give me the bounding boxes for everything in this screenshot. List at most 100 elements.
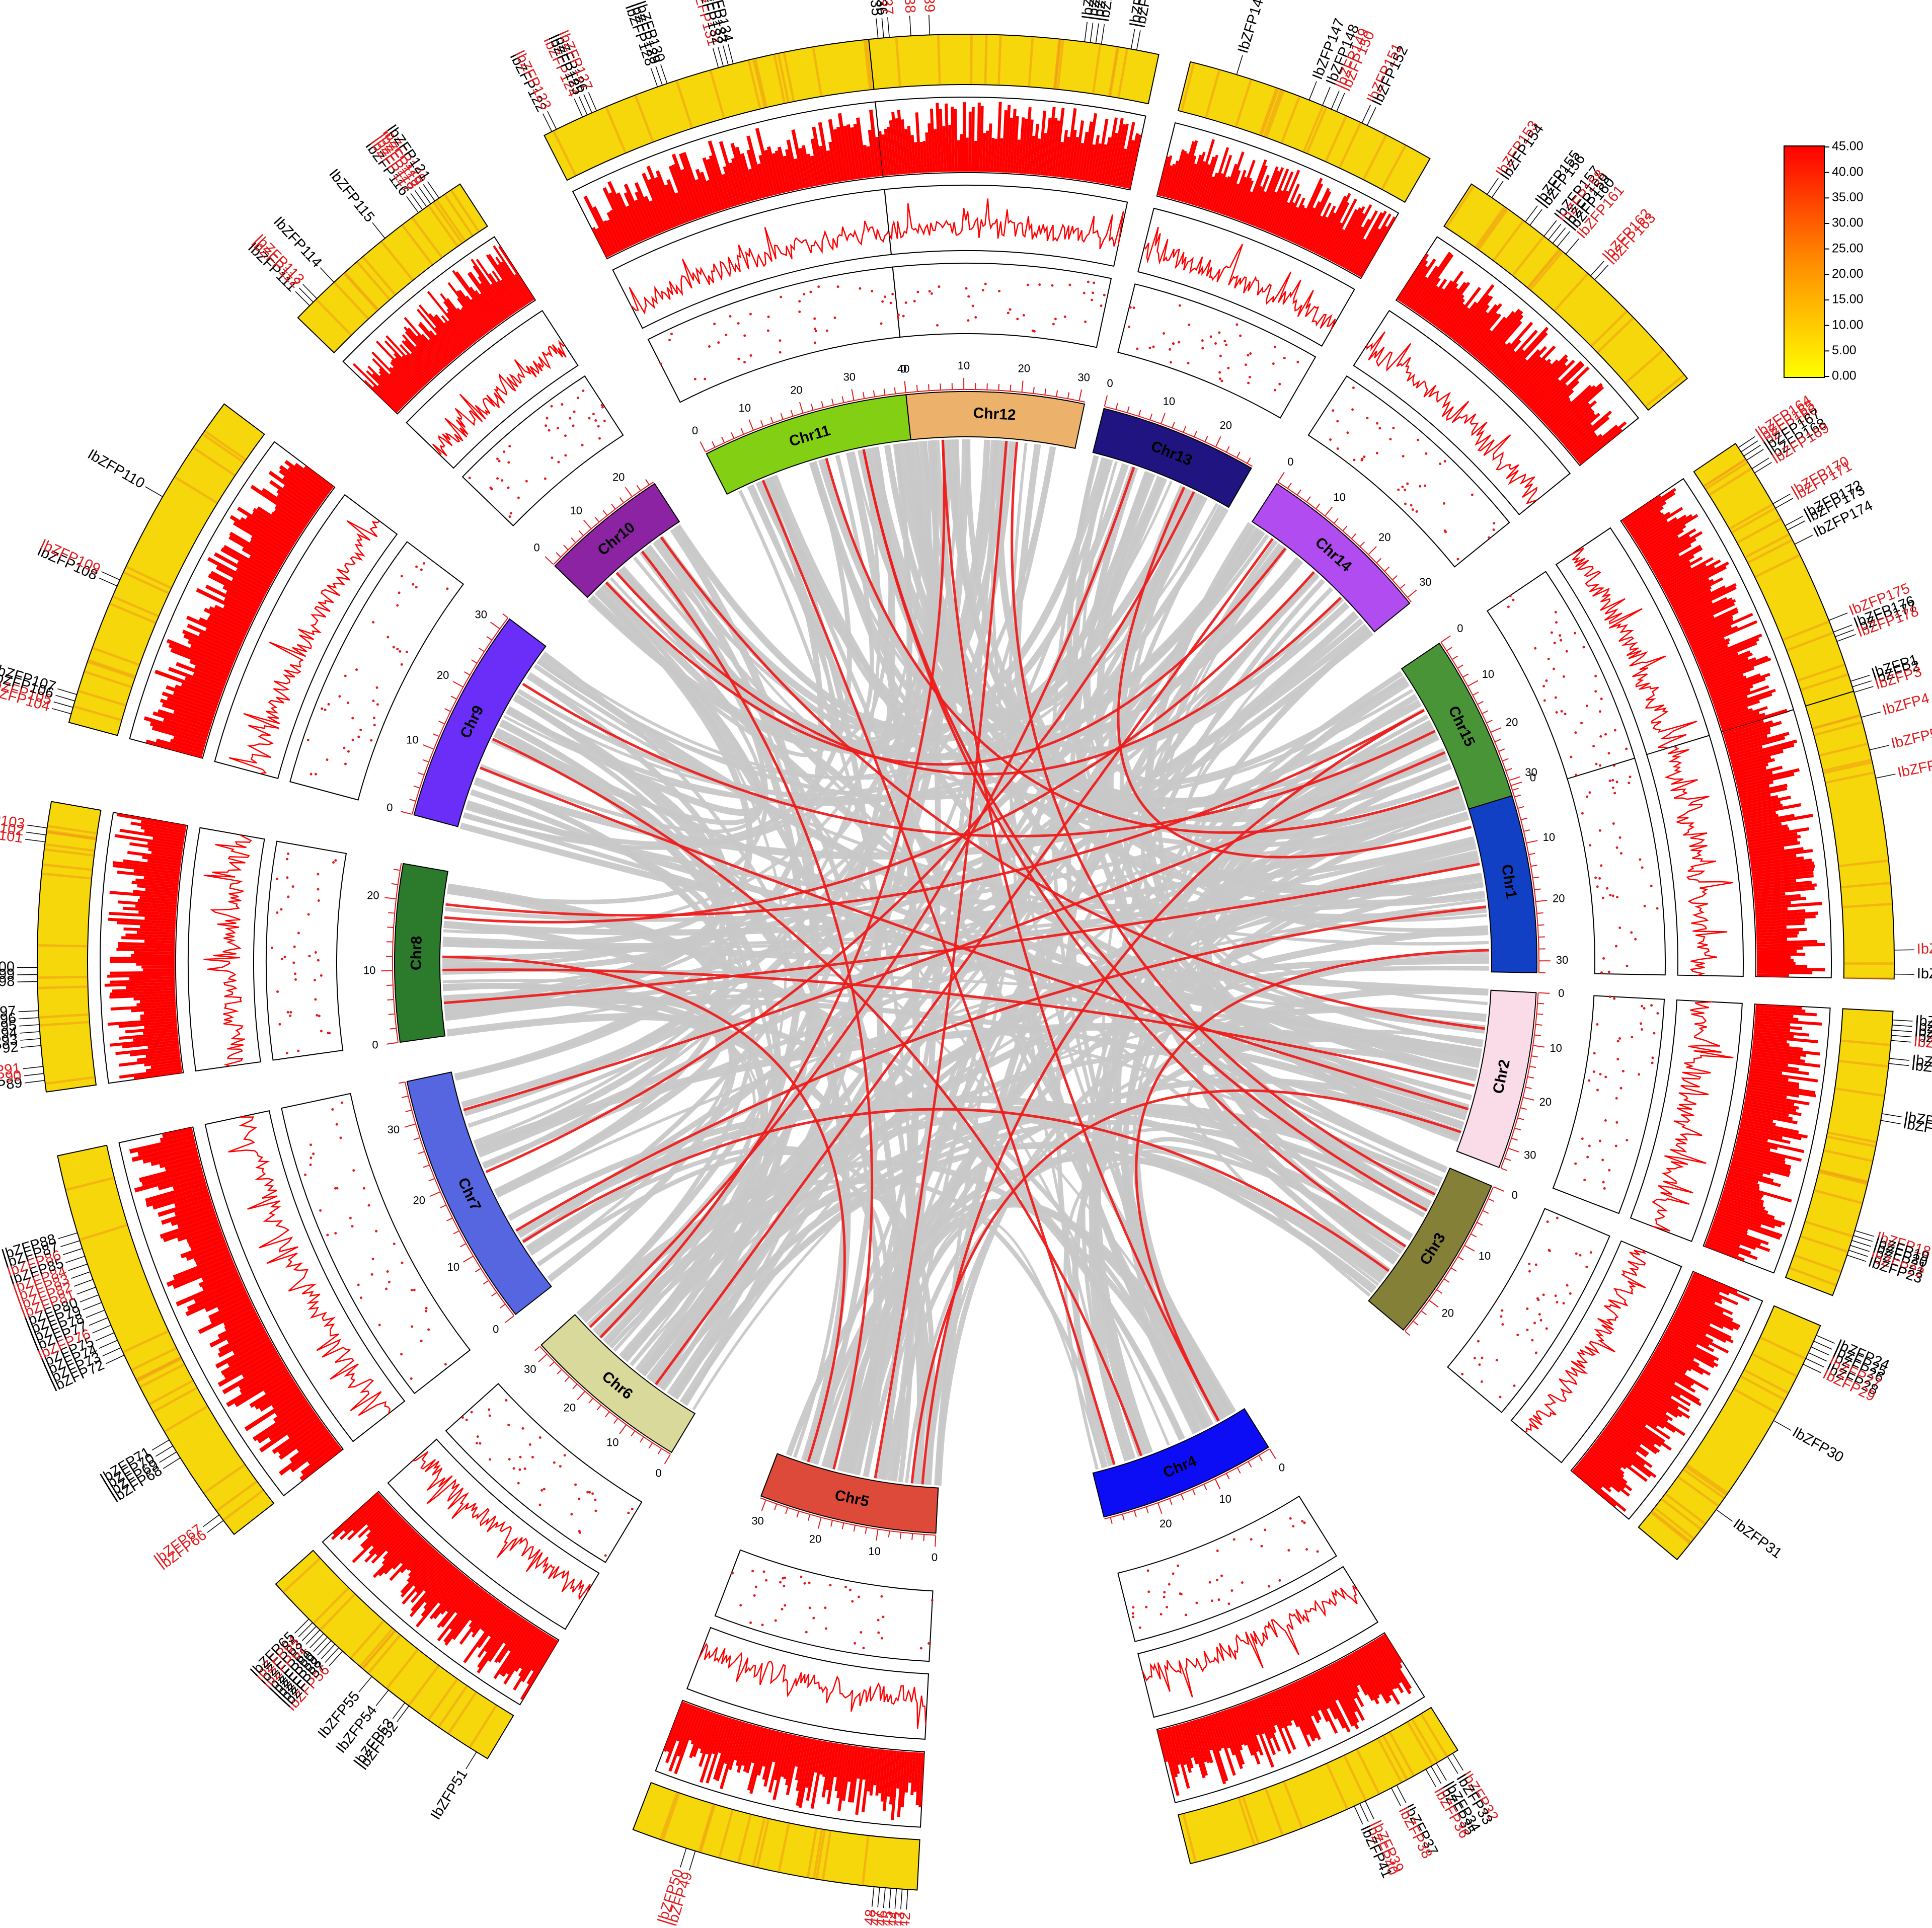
scatter-point bbox=[1639, 858, 1641, 861]
scatter-point bbox=[814, 328, 816, 330]
chromosome-tick bbox=[1105, 396, 1107, 406]
scatter-point bbox=[1612, 894, 1614, 897]
scatter-point bbox=[318, 1015, 321, 1017]
scatter-point bbox=[297, 1050, 299, 1052]
scatter-point bbox=[505, 1399, 507, 1402]
density-bar bbox=[1757, 956, 1791, 959]
scatter-point bbox=[1481, 1380, 1483, 1383]
scatter-point bbox=[544, 478, 547, 480]
gene-connector bbox=[1891, 1035, 1911, 1037]
scatter-track-frame bbox=[1564, 746, 1665, 975]
scatter-point bbox=[461, 1416, 464, 1419]
scatter-point bbox=[1292, 1525, 1294, 1527]
scatter-point bbox=[809, 1606, 811, 1609]
scatter-point bbox=[1566, 650, 1568, 653]
scatter-point bbox=[411, 1289, 413, 1291]
chromosome-tick bbox=[418, 1151, 424, 1153]
chromosome-tick bbox=[1401, 584, 1405, 588]
chromosome-tick bbox=[1162, 413, 1165, 424]
scatter-point bbox=[1626, 1139, 1628, 1141]
legend-tick-label: 5.00 bbox=[1832, 343, 1857, 357]
chromosome-tick bbox=[1477, 1222, 1483, 1225]
chromosome-tick bbox=[423, 760, 428, 762]
chromosome-tick bbox=[1226, 1474, 1229, 1479]
scatter-point bbox=[271, 947, 273, 949]
gene-connector bbox=[19, 1018, 39, 1019]
chromosome-tick bbox=[818, 1518, 821, 1528]
scatter-point bbox=[1084, 321, 1087, 323]
chromosome-tick bbox=[564, 545, 568, 550]
chromosome-tick-label: 20 bbox=[809, 1532, 821, 1545]
chromosome-tick-label: 20 bbox=[1219, 419, 1231, 431]
scatter-point bbox=[1603, 1187, 1606, 1190]
gene-connector bbox=[86, 1310, 105, 1318]
scatter-point bbox=[743, 334, 746, 337]
gene-connector bbox=[1102, 24, 1105, 44]
scatter-point bbox=[1575, 774, 1577, 776]
chromosome-tick bbox=[1360, 542, 1364, 547]
scatter-point bbox=[1264, 1528, 1266, 1531]
legend-tick-label: 0.00 bbox=[1832, 369, 1857, 383]
scatter-point bbox=[276, 911, 278, 914]
scatter-point bbox=[1534, 647, 1536, 650]
scatter-point bbox=[974, 316, 977, 319]
chromosome-tick bbox=[1123, 1515, 1124, 1521]
chromosome-tick-label: 30 bbox=[751, 1514, 763, 1527]
gene-connector bbox=[1788, 521, 1805, 530]
scatter-point bbox=[292, 885, 294, 888]
chromosome-tick bbox=[1501, 1169, 1507, 1171]
scatter-point bbox=[588, 417, 590, 420]
chromosome-tick bbox=[1369, 547, 1376, 555]
scatter-track-frame bbox=[266, 841, 346, 1060]
chromosome-tick bbox=[1405, 1332, 1410, 1336]
scatter-point bbox=[553, 1461, 556, 1464]
gene-connector bbox=[1852, 681, 1872, 687]
scatter-point bbox=[884, 295, 886, 298]
gene-connector bbox=[1889, 1063, 1909, 1065]
chromosome-tick-label: 20 bbox=[1442, 1307, 1454, 1320]
gene-label: IbZFP143 bbox=[1096, 0, 1121, 23]
scatter-point bbox=[425, 1307, 428, 1309]
gene-connector bbox=[1741, 441, 1758, 452]
scatter-point bbox=[1068, 283, 1071, 286]
scatter-point bbox=[352, 1169, 355, 1172]
scatter-point bbox=[1378, 427, 1381, 429]
gene-label: IbZFP13 bbox=[1913, 1034, 1932, 1054]
chromosome-tick bbox=[863, 392, 864, 398]
chromosome-tick bbox=[1307, 497, 1310, 502]
scatter-point bbox=[564, 454, 567, 456]
scatter-point bbox=[737, 322, 740, 325]
scatter-point bbox=[336, 1123, 338, 1126]
gene-label: IbZFP7 bbox=[1917, 941, 1932, 957]
gene-connector bbox=[102, 572, 120, 580]
chromosome-tick bbox=[387, 999, 393, 1000]
scatter-point bbox=[1220, 1575, 1223, 1577]
chromosome-tick bbox=[1215, 1479, 1220, 1489]
scatter-point bbox=[1599, 1073, 1601, 1075]
gene-connector bbox=[1811, 1347, 1829, 1355]
scatter-point bbox=[1481, 1357, 1483, 1359]
scatter-point bbox=[1172, 342, 1175, 345]
scatter-point bbox=[1249, 376, 1251, 378]
density-bar bbox=[957, 140, 960, 172]
scatter-point bbox=[1625, 748, 1628, 750]
chromosome-tick-label: 10 bbox=[1479, 1250, 1491, 1262]
gene-connector bbox=[1487, 178, 1498, 194]
scatter-point bbox=[929, 290, 931, 292]
chromosome-tick bbox=[500, 1304, 505, 1308]
gene-connector bbox=[298, 1623, 313, 1637]
scatter-point bbox=[1397, 489, 1400, 491]
gene-label: IbZFP139 bbox=[919, 0, 938, 13]
gene-label: IbZFP30 bbox=[1790, 1424, 1846, 1466]
gene-label: IbZFP100 bbox=[0, 959, 15, 975]
scatter-point bbox=[1555, 697, 1557, 699]
gene-connector bbox=[713, 48, 719, 68]
scatter-point bbox=[343, 747, 345, 749]
gene-connector bbox=[27, 825, 47, 828]
scatter-point bbox=[1599, 735, 1602, 738]
scatter-point bbox=[1559, 634, 1561, 637]
chromosome-tick bbox=[1489, 1199, 1494, 1201]
scatter-point bbox=[411, 1325, 413, 1328]
scatter-point bbox=[1225, 344, 1227, 346]
scatter-point bbox=[319, 1209, 322, 1212]
